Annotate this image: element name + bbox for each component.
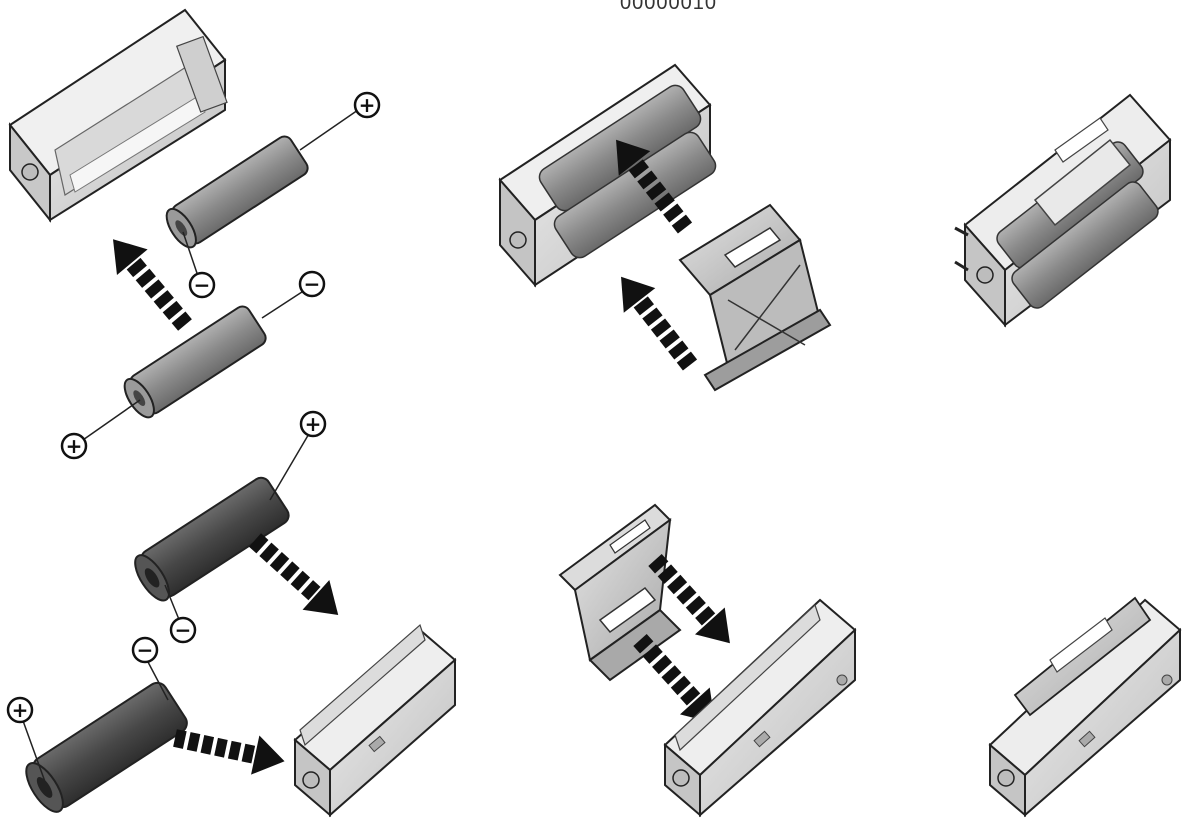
figure-code-label: 00000010 — [620, 0, 717, 14]
battery-clip-top-middle — [678, 203, 832, 392]
battery-dark-upper — [134, 476, 290, 602]
plus-circle-icon: + — [299, 410, 327, 438]
dashed-arrow-icon — [170, 718, 289, 781]
svg-text:−: − — [175, 618, 192, 642]
svg-text:+: + — [359, 93, 376, 117]
leader-line — [164, 584, 181, 623]
battery-light-lower — [123, 305, 267, 419]
plus-circle-icon: + — [6, 696, 34, 724]
leader-line — [269, 431, 311, 501]
leader-line — [147, 661, 169, 701]
plus-circle-icon: + — [353, 91, 381, 119]
holder-assembled-bottom-right — [988, 596, 1182, 818]
holder-loaded-top-middle — [498, 63, 717, 288]
holder-closed-bottom-middle — [663, 598, 857, 818]
minus-circle-icon: − — [169, 616, 197, 644]
leader-line — [79, 399, 141, 443]
minus-circle-icon: − — [131, 636, 159, 664]
svg-text:+: + — [66, 434, 83, 458]
svg-text:−: − — [304, 272, 321, 296]
dashed-arrow-icon — [605, 264, 706, 378]
svg-text:−: − — [137, 638, 154, 662]
svg-text:+: + — [305, 412, 322, 436]
battery-clip-bottom-middle — [558, 503, 682, 682]
battery-dark-lower — [25, 681, 188, 813]
leader-line — [299, 109, 359, 151]
leader-line — [261, 289, 306, 319]
dashed-arrow-icon — [241, 525, 352, 630]
minus-circle-icon: − — [188, 271, 216, 299]
holder-open-top-left — [8, 8, 228, 223]
holder-assembled-top-right — [954, 93, 1172, 328]
leader-line — [21, 717, 49, 791]
minus-circle-icon: − — [298, 270, 326, 298]
battery-light-upper — [165, 135, 309, 249]
holder-closed-bottom-left — [293, 623, 457, 818]
plus-circle-icon: + — [60, 432, 88, 460]
svg-text:+: + — [12, 698, 29, 722]
svg-text:−: − — [194, 273, 211, 297]
